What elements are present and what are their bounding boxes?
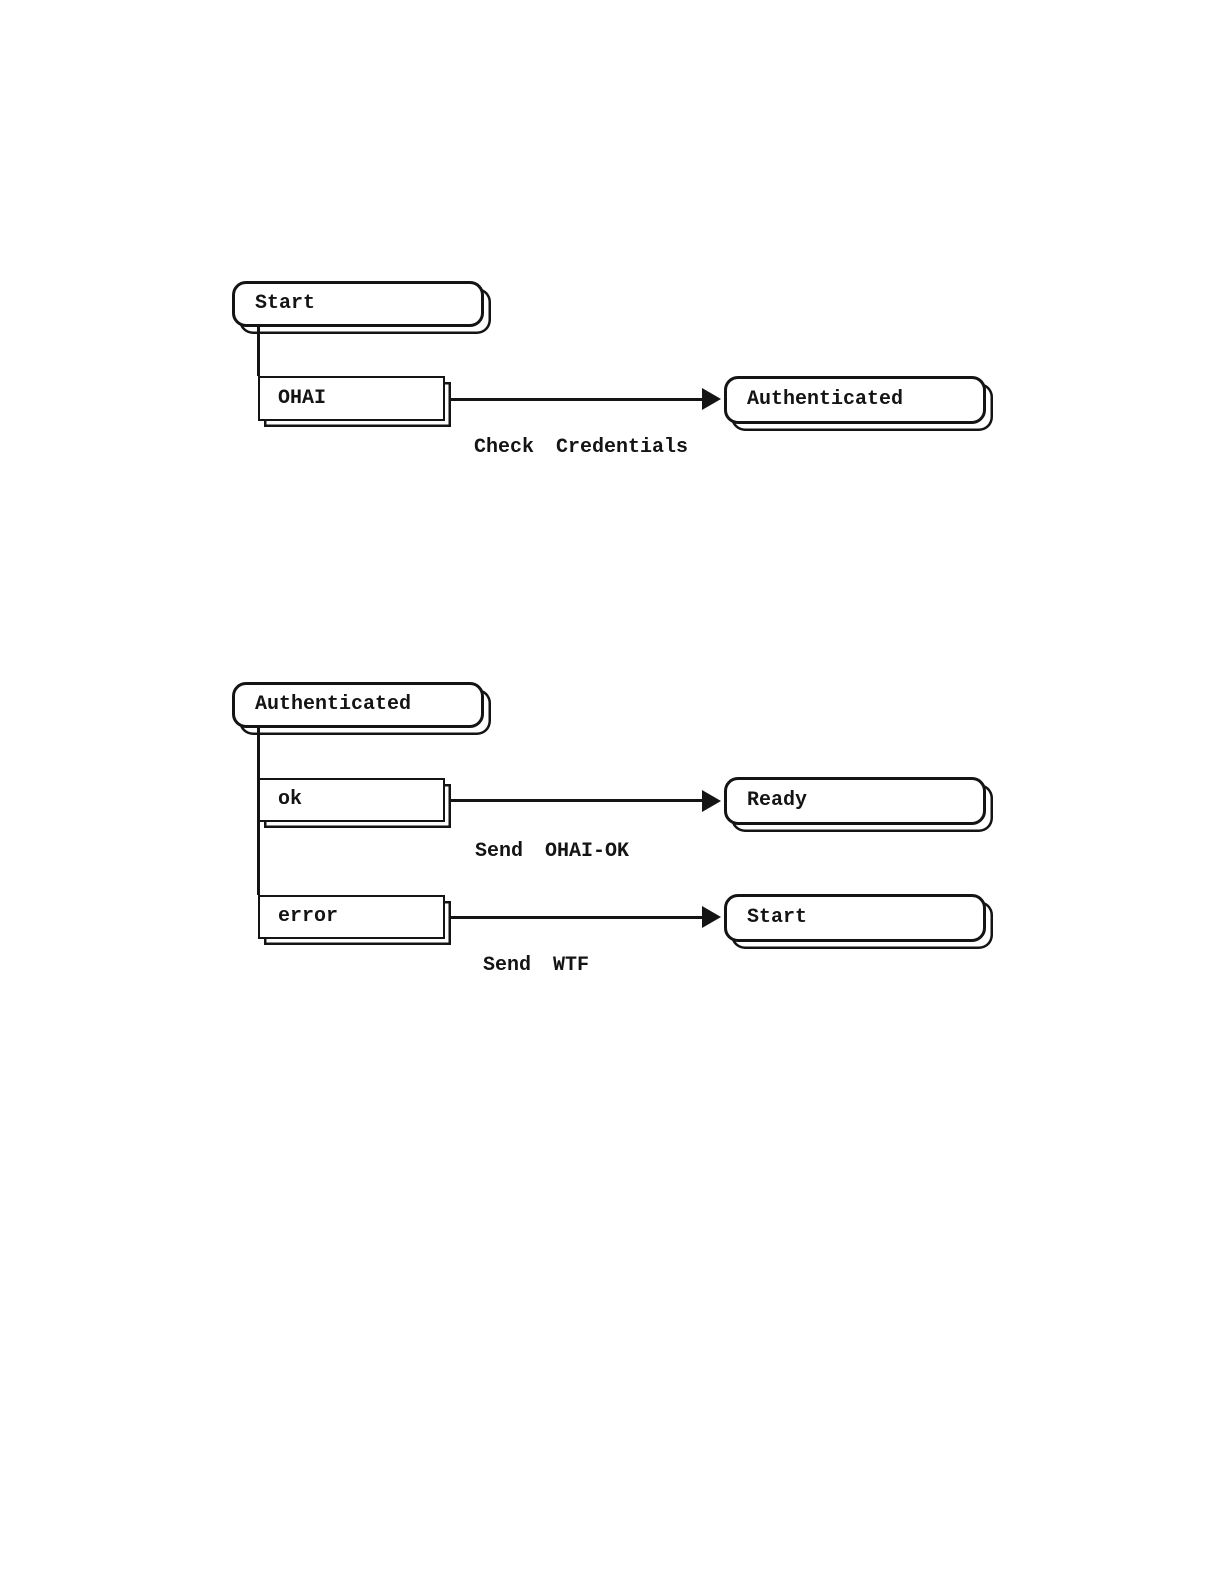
target-box-authenticated: Authenticated [724,376,986,424]
action-label-check-credentials: Check Credentials [473,436,689,459]
event-label: ok [278,788,303,811]
arrow-head-icon [702,388,721,410]
connector-line [257,327,260,376]
action-label-send-wtf: Send WTF [482,954,589,977]
arrow-head-icon [702,790,721,812]
target-box-start: Start [724,894,986,942]
state-label: Authenticated [255,693,412,716]
event-label: OHAI [278,386,327,410]
target-label: Start [747,906,808,929]
transition-line [451,398,703,401]
transition-line [451,916,703,919]
event-box-error: error [258,895,445,939]
target-box-ready: Ready [724,777,986,825]
action-label-send-ohai-ok: Send OHAI-OK [474,840,630,863]
arrow-head-icon [702,906,721,928]
transition-line [451,799,703,802]
target-label: Ready [747,789,808,812]
event-box-ok: ok [258,778,445,822]
event-label: error [278,905,339,928]
state-label: Start [255,292,316,315]
state-box-authenticated: Authenticated [232,682,484,728]
state-box-start: Start [232,281,484,327]
event-box-ohai: OHAI [258,376,445,421]
target-label: Authenticated [747,388,904,411]
